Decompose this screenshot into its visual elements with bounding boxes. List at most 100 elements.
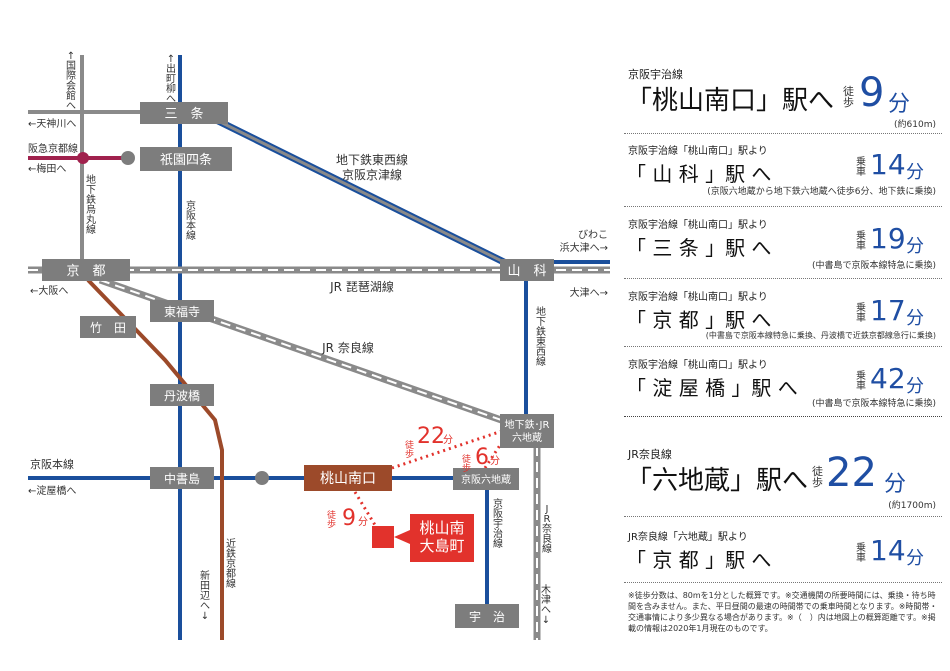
- direction-osaka: ←大阪へ: [30, 284, 68, 297]
- r2-dest: 「 三 条 」駅 へ: [626, 236, 772, 260]
- main1-station: 「桃山南口」駅へ: [626, 86, 835, 116]
- r3-note: (中書島で京阪本線特急に乗換、丹波橋で近鉄京都線急行に乗換): [705, 331, 936, 340]
- hankyu-station-dot: [77, 152, 89, 164]
- station-rokujizo-line-1: 地下鉄･JR: [505, 418, 550, 431]
- r1-dest: 「 山 科 」駅 へ: [626, 162, 772, 186]
- station-gion-shijo: 祇園四条: [160, 152, 212, 168]
- separator-6: [624, 516, 942, 517]
- main1-distance: (約610m): [894, 120, 936, 130]
- station-rokujizo-line-2: 六地蔵: [512, 431, 542, 444]
- main2-walk: 徒歩: [812, 465, 823, 489]
- r4-ride: 乗車: [856, 371, 866, 392]
- station-tambabashi-box: [150, 384, 214, 406]
- walk-min-momoyama: 9: [342, 506, 356, 531]
- tozai-vertical-label: 地下鉄東西線: [536, 307, 546, 368]
- property-pointer: [394, 530, 410, 544]
- access-panel: 京阪宇治線 「桃山南口」駅へ 徒歩 9 分 (約610m) 京阪宇治線「桃山南口…: [622, 0, 944, 671]
- property-name-line-1: 桃山南: [419, 519, 464, 537]
- r3-unit: 分: [906, 308, 924, 329]
- walk-unit-2: 分: [490, 455, 500, 467]
- walk-path-rokujizo: [391, 428, 506, 470]
- line-labels: 地下鉄東西線京阪京津線 JR 琵琶湖線 JR 奈良線 京阪本線 阪急京都線: [28, 142, 408, 471]
- hankyu-label: 阪急京都線: [28, 142, 78, 155]
- main2-unit: 分: [884, 472, 907, 497]
- station-tofukuji-box: [150, 300, 214, 322]
- walk-unit-1: 分: [443, 434, 453, 446]
- r1-note: (京阪六地蔵から地下鉄六地蔵へ徒歩6分、地下鉄に乗換): [707, 187, 936, 197]
- station-chushojima-box: [150, 467, 214, 489]
- separator-5: [624, 416, 942, 417]
- r4-dest: 「 淀 屋 橋 」駅 へ: [626, 376, 798, 400]
- station-tambabashi: 丹波橋: [164, 389, 200, 403]
- station-kyoto: 京 都: [66, 264, 105, 279]
- direction-demachiyanagi: ↑出町柳へ: [166, 54, 176, 105]
- keihan-main-vertical-label: 京阪本線: [186, 201, 196, 242]
- keihan-uji-label: 京阪宇治線: [493, 499, 503, 550]
- station-keihan-rokujizo-box: [453, 468, 519, 490]
- main2-line: JR奈良線: [628, 448, 672, 461]
- separator-7: [624, 582, 942, 583]
- direction-yodoyabashi: ←淀屋橋へ: [28, 484, 76, 497]
- footnote: ※徒歩分数は、80mを1分とした概算です。※交通機関の所要時間には、乗換・待ち時…: [628, 591, 938, 633]
- main1-minutes: 9: [859, 70, 885, 116]
- karasuma-label: 地下鉄烏丸線: [86, 175, 96, 236]
- r5-ride: 乗車: [856, 543, 866, 564]
- rail-lines: [28, 55, 610, 640]
- r5-from: JR奈良線「六地蔵」駅より: [628, 532, 748, 543]
- r2-minutes: 19: [870, 222, 906, 255]
- station-takeda-box: [80, 316, 136, 338]
- station-sanjo-box: [140, 102, 228, 124]
- r2-ride: 乗車: [856, 231, 866, 252]
- station-momoyama-box: [304, 465, 392, 491]
- tozai-keishin-label-line-1: 地下鉄東西線: [336, 152, 408, 167]
- r5-unit: 分: [906, 548, 924, 569]
- station-uji-box: [455, 604, 519, 628]
- main1-walk: 徒歩: [843, 85, 854, 109]
- r4-note: (中書島で京阪本線特急に乗換): [811, 399, 936, 409]
- r2-from: 京阪宇治線「桃山南口」駅より: [628, 220, 768, 231]
- direction-biwako-1: びわこ: [578, 229, 608, 241]
- r3-ride: 乗車: [856, 303, 866, 324]
- keihan-main-label: 京阪本線: [30, 457, 74, 471]
- direction-labels: ←天神川へ ←梅田へ ←大阪へ ←淀屋橋へ びわこ 浜大津へ→ 大津へ→: [28, 117, 608, 497]
- r1-ride: 乗車: [856, 157, 866, 178]
- r3-from: 京阪宇治線「桃山南口」駅より: [628, 292, 768, 303]
- property-marker: [372, 526, 394, 548]
- property-name: 桃山南大島町: [419, 519, 464, 555]
- r4-from: 京阪宇治線「桃山南口」駅より: [628, 360, 768, 371]
- r1-from: 京阪宇治線「桃山南口」駅より: [628, 146, 768, 157]
- station-takeda: 竹 田: [90, 321, 126, 335]
- r5-dest: 「 京 都 」駅 へ: [626, 548, 772, 572]
- r2-unit: 分: [906, 236, 924, 257]
- separator-1: [624, 133, 942, 134]
- station-kyoto-box: [42, 259, 130, 281]
- property-label-box: [410, 514, 474, 562]
- direction-tenjingawa: ←天神川へ: [28, 117, 76, 130]
- r3-dest: 「 京 都 」駅 へ: [626, 308, 772, 332]
- station-rokujizo-box: [500, 414, 554, 448]
- direction-shintanabe: 新田辺へ↓: [200, 571, 210, 622]
- walk-unit-3: 分: [358, 516, 368, 528]
- main1-line: 京阪宇治線: [628, 68, 683, 81]
- main2-station: 「六地蔵」駅へ: [626, 466, 809, 496]
- walk-label-1: 徒歩: [403, 439, 414, 459]
- r4-minutes: 42: [870, 362, 906, 395]
- separator-2: [624, 206, 942, 207]
- kintetsu-label: 近鉄京都線: [226, 539, 236, 590]
- kintetsu-line: [86, 278, 224, 640]
- direction-kizu: 木津へ↓: [541, 585, 551, 626]
- main2-distance: (約1700m): [888, 501, 936, 511]
- station-gion-box: [140, 147, 232, 171]
- route-map: 三 条 祇園四条 京 都 山 科 東福寺 竹 田 丹波橋 中書島 桃山南口 京阪…: [28, 55, 610, 640]
- r5-minutes: 14: [870, 534, 906, 567]
- gion-station-dot: [121, 151, 135, 165]
- direction-umeda: ←梅田へ: [28, 162, 66, 175]
- tozai-keishin-label: 地下鉄東西線京阪京津線: [336, 152, 408, 182]
- station-keihan-rokujizo: 京阪六地蔵: [461, 473, 511, 486]
- direction-otsu: 大津へ→: [570, 286, 608, 299]
- tozai-keishin-label-line-2: 京阪京津線: [342, 167, 402, 182]
- property-name-line-2: 大島町: [419, 537, 464, 555]
- station-chushojima: 中書島: [164, 471, 200, 486]
- main2-minutes: 22: [826, 450, 877, 496]
